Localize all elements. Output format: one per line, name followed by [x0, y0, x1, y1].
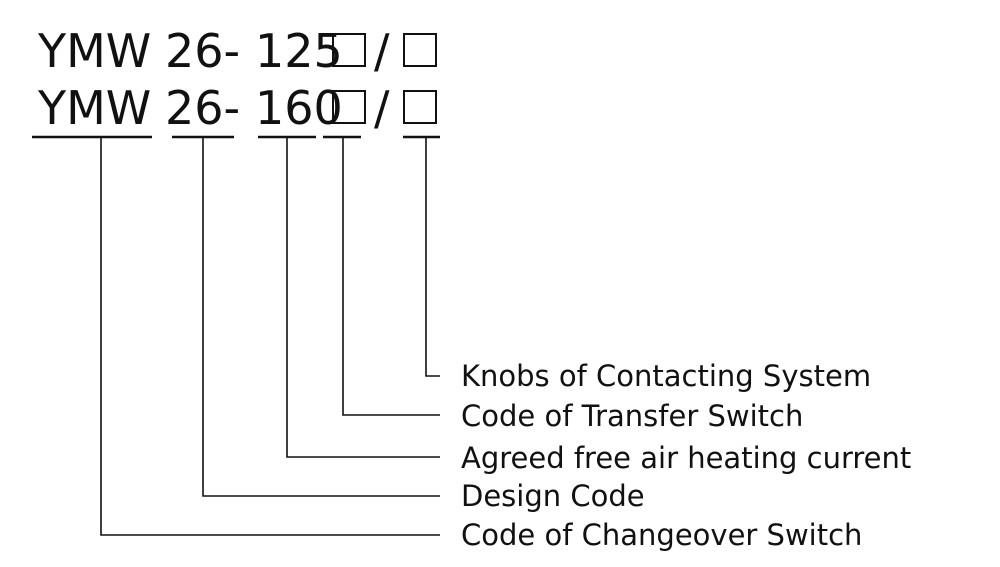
- code-prefix: YMW: [37, 81, 151, 135]
- placeholder-box-knobs: [403, 90, 437, 124]
- leader-lines: [100, 137, 440, 536]
- label-knobs: Knobs of Contacting System: [461, 359, 871, 393]
- leader-transfer: [342, 137, 440, 416]
- leader-changeover: [100, 137, 440, 536]
- label-transfer: Code of Transfer Switch: [461, 399, 803, 433]
- code-current: 125: [255, 24, 343, 78]
- model-code-line-2: YMW 26- 160 /: [37, 81, 437, 135]
- code-separator: /: [374, 24, 390, 78]
- placeholder-box-knobs: [403, 33, 437, 67]
- code-separator: /: [374, 81, 390, 135]
- leader-current: [286, 137, 440, 458]
- code-design: 26-: [165, 81, 240, 135]
- leader-knobs: [425, 137, 440, 377]
- code-design: 26-: [165, 24, 240, 78]
- description-labels: Knobs of Contacting System Code of Trans…: [461, 359, 911, 552]
- label-design: Design Code: [461, 479, 645, 513]
- code-current: 160: [255, 81, 343, 135]
- model-code-line-1: YMW 26- 125 /: [37, 24, 437, 78]
- placeholder-box-transfer: [332, 90, 366, 124]
- placeholder-box-transfer: [332, 33, 366, 67]
- label-changeover: Code of Changeover Switch: [461, 518, 862, 552]
- label-current: Agreed free air heating current: [461, 441, 911, 475]
- code-prefix: YMW: [37, 24, 151, 78]
- leader-design: [202, 137, 440, 497]
